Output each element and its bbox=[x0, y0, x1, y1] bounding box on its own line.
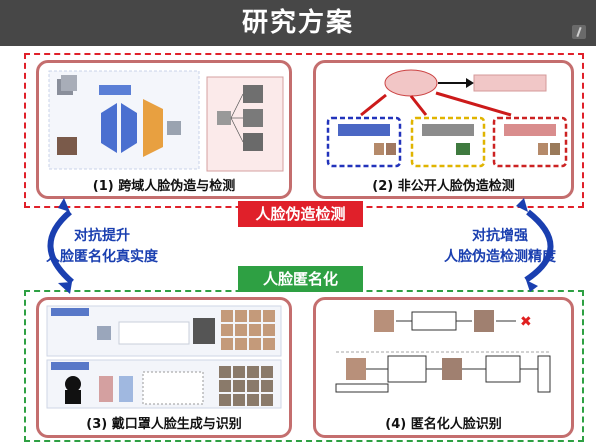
right-arrowhead bbox=[526, 280, 538, 292]
right-side-label: 对抗增强 人脸伪造检测精度 bbox=[420, 226, 580, 268]
right-curved-arrow bbox=[524, 209, 554, 283]
panel-cross-domain-forgery: (1) 跨域人脸伪造与检测 bbox=[36, 60, 292, 199]
anonymized-recognition-diagram: ✖ bbox=[335, 310, 551, 393]
panel-caption: (4) 匿名化人脸识别 bbox=[385, 417, 502, 432]
panel-masked-face-generation: (3) 戴口罩人脸生成与识别 bbox=[36, 297, 292, 438]
left-arrowhead-top bbox=[58, 198, 70, 212]
title-bar bbox=[0, 0, 596, 46]
panel-caption: (1) 跨域人脸伪造与检测 bbox=[92, 179, 236, 194]
masked-face-diagram bbox=[46, 305, 282, 409]
right-label-line1: 对抗增强 bbox=[472, 228, 528, 244]
slide-corner-icon[interactable] bbox=[572, 25, 586, 39]
right-arrowhead-top bbox=[516, 198, 528, 212]
private-detection-diagram bbox=[326, 69, 568, 168]
left-side-label: 对抗提升 人脸匿名化真实度 bbox=[32, 226, 172, 268]
anonymization-label: 人脸匿名化 bbox=[238, 266, 363, 292]
detection-label: 人脸伪造检测 bbox=[238, 201, 363, 227]
svg-text:✖: ✖ bbox=[520, 314, 532, 330]
panel-anonymized-face-recognition: ✖ (4) 匿名化人脸识别 bbox=[313, 297, 574, 438]
left-label-line2: 人脸匿名化真实度 bbox=[46, 249, 158, 265]
cross-domain-diagram bbox=[48, 70, 284, 172]
right-label-line2: 人脸伪造检测精度 bbox=[444, 249, 556, 265]
panel-private-forgery-detection: (2) 非公开人脸伪造检测 bbox=[313, 60, 574, 199]
left-arrowhead bbox=[58, 282, 72, 294]
left-curved-arrow bbox=[47, 209, 74, 285]
panel-caption: (2) 非公开人脸伪造检测 bbox=[372, 179, 515, 194]
page-title: 研究方案 bbox=[241, 8, 354, 38]
panel-caption: (3) 戴口罩人脸生成与识别 bbox=[86, 417, 242, 432]
left-label-line1: 对抗提升 bbox=[74, 228, 130, 244]
